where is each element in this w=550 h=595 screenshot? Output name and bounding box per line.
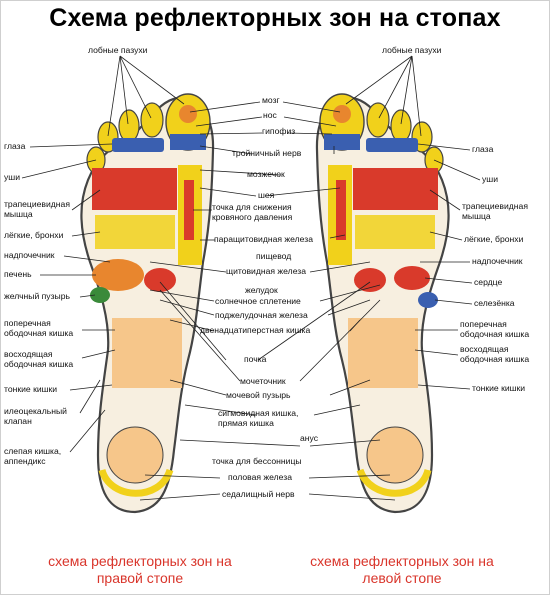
- left-brain-zone: [333, 105, 351, 123]
- right-foot: [80, 93, 215, 514]
- right-pressure-point: [184, 180, 194, 240]
- label-cerebellum: мозжечок: [247, 169, 285, 179]
- right-toe-3: [118, 109, 140, 143]
- label-ascending-colon-right-line1: восходящая: [4, 349, 53, 359]
- label-sciatic-nerve: седалищный нерв: [222, 489, 295, 499]
- left-toe-2: [366, 102, 390, 138]
- label-pancreas: поджелудочная железа: [215, 310, 308, 320]
- label-trapezius-left-line1: трапециевидная: [462, 201, 528, 211]
- label-ascending-colon-right-line2: ободочная кишка: [4, 359, 73, 369]
- label-ureter: мочеточник: [240, 376, 286, 386]
- label-thyroid: щитовидная железа: [226, 266, 306, 276]
- label-trapezius-right-line2: мышца: [4, 209, 33, 219]
- right-gallbladder-zone: [90, 287, 110, 303]
- label-brain: мозг: [262, 95, 280, 105]
- diagram-title: Схема рефлекторных зон на стопах: [49, 4, 501, 32]
- label-gonad: половая железа: [228, 472, 292, 482]
- left-spleen-zone: [418, 292, 438, 308]
- label-small-intestine-left: тонкие кишки: [472, 383, 525, 393]
- left-pressure-point: [336, 180, 346, 240]
- left-heart-zone: [394, 266, 430, 290]
- left-side-labels: лобные пазухи глаза уши трапециевидная м…: [4, 45, 148, 466]
- left-lung-zone: [355, 215, 435, 249]
- label-esophagus: пищевод: [256, 251, 291, 261]
- right-eye-zone: [112, 138, 164, 152]
- label-transverse-colon-left-line1: поперечная: [460, 319, 507, 329]
- label-ileocecal-line2: клапан: [4, 416, 32, 426]
- left-foot: [315, 93, 450, 514]
- label-gallbladder: желчный пузырь: [4, 291, 71, 301]
- right-brain-zone: [179, 105, 197, 123]
- left-pituitary-zone: [324, 134, 360, 150]
- label-ears-right: уши: [4, 172, 20, 182]
- right-toe-2: [140, 102, 164, 138]
- left-trapezius-zone: [353, 168, 438, 210]
- label-bladder: мочевой пузырь: [226, 390, 291, 400]
- label-eyes-left: глаза: [472, 144, 494, 154]
- right-trapezius-zone: [92, 168, 177, 210]
- left-intestine-zone: [348, 318, 418, 388]
- label-adrenal-left: надпочечник: [472, 256, 523, 266]
- label-solar-plexus: солнечное сплетение: [215, 296, 301, 306]
- right-lung-zone: [95, 215, 175, 249]
- left-heel-zone: [366, 426, 424, 484]
- caption-left-foot: схема рефлекторных зон на левой стопе: [310, 553, 494, 586]
- label-lungs-left: лёгкие, бронхи: [464, 234, 524, 244]
- label-frontal-sinuses-left: лобные пазухи: [382, 45, 442, 55]
- right-heel-zone: [106, 426, 164, 484]
- right-pituitary-zone: [170, 134, 206, 150]
- right-sciatic-zone: [98, 468, 174, 497]
- label-ears-left: уши: [482, 174, 498, 184]
- label-blood-pressure-point-line2: кровяного давления: [212, 212, 293, 222]
- label-lungs-right: лёгкие, бронхи: [4, 230, 64, 240]
- label-eyes-right: глаза: [4, 141, 26, 151]
- right-liver-zone: [92, 259, 144, 291]
- label-kidney: почка: [244, 354, 267, 364]
- label-small-intestine-right: тонкие кишки: [4, 384, 57, 394]
- label-transverse-colon-right-line1: поперечная: [4, 318, 51, 328]
- label-heart: сердце: [474, 277, 502, 287]
- label-ascending-colon-left-line2: ободочная кишка: [460, 354, 529, 364]
- label-nose: нос: [263, 110, 278, 120]
- left-sciatic-zone: [356, 468, 432, 497]
- left-kidney-zone: [354, 268, 386, 292]
- right-intestine-zone: [112, 318, 182, 388]
- label-cecum-line1: слепая кишка,: [4, 446, 61, 456]
- label-sigmoid-line2: прямая кишка: [218, 418, 274, 428]
- label-transverse-colon-left-line2: ободочная кишка: [460, 329, 529, 339]
- leader-lines: [21, 55, 481, 501]
- label-transverse-colon-right-line2: ободочная кишка: [4, 328, 73, 338]
- label-duodenum: двенадцатиперстная кишка: [200, 325, 310, 335]
- label-spleen: селезёнка: [474, 298, 515, 308]
- label-adrenal-right: надпочечник: [4, 250, 55, 260]
- label-trigeminal-nerve: тройничный нерв: [232, 148, 302, 158]
- center-labels: мозг нос гипофиз тройничный нерв мозжечо…: [200, 95, 319, 499]
- label-blood-pressure-point-line1: точка для снижения: [212, 202, 292, 212]
- label-ascending-colon-left-line1: восходящая: [460, 344, 509, 354]
- right-kidney-zone: [144, 268, 176, 292]
- label-frontal-sinuses-right: лобные пазухи: [88, 45, 148, 55]
- label-sigmoid-line1: сигмовидная кишка,: [218, 408, 298, 418]
- label-trapezius-right-line1: трапециевидная: [4, 199, 70, 209]
- label-neck: шея: [258, 190, 275, 200]
- label-liver: печень: [4, 269, 32, 279]
- label-pituitary: гипофиз: [262, 126, 295, 136]
- left-eye-zone: [366, 138, 418, 152]
- label-ileocecal-line1: илеоцекальный: [4, 406, 67, 416]
- label-parathyroid: паращитовидная железа: [214, 234, 313, 244]
- label-stomach: желудок: [245, 285, 278, 295]
- left-toe-3: [390, 109, 412, 143]
- label-trapezius-left-line2: мышца: [462, 211, 491, 221]
- right-side-labels: лобные пазухи глаза уши трапециевидная м…: [382, 45, 529, 393]
- caption-right-foot: схема рефлекторных зон на правой стопе: [48, 553, 232, 586]
- label-insomnia-point: точка для бессонницы: [212, 456, 302, 466]
- label-cecum-line2: аппендикс: [4, 456, 46, 466]
- label-anus: анус: [300, 433, 319, 443]
